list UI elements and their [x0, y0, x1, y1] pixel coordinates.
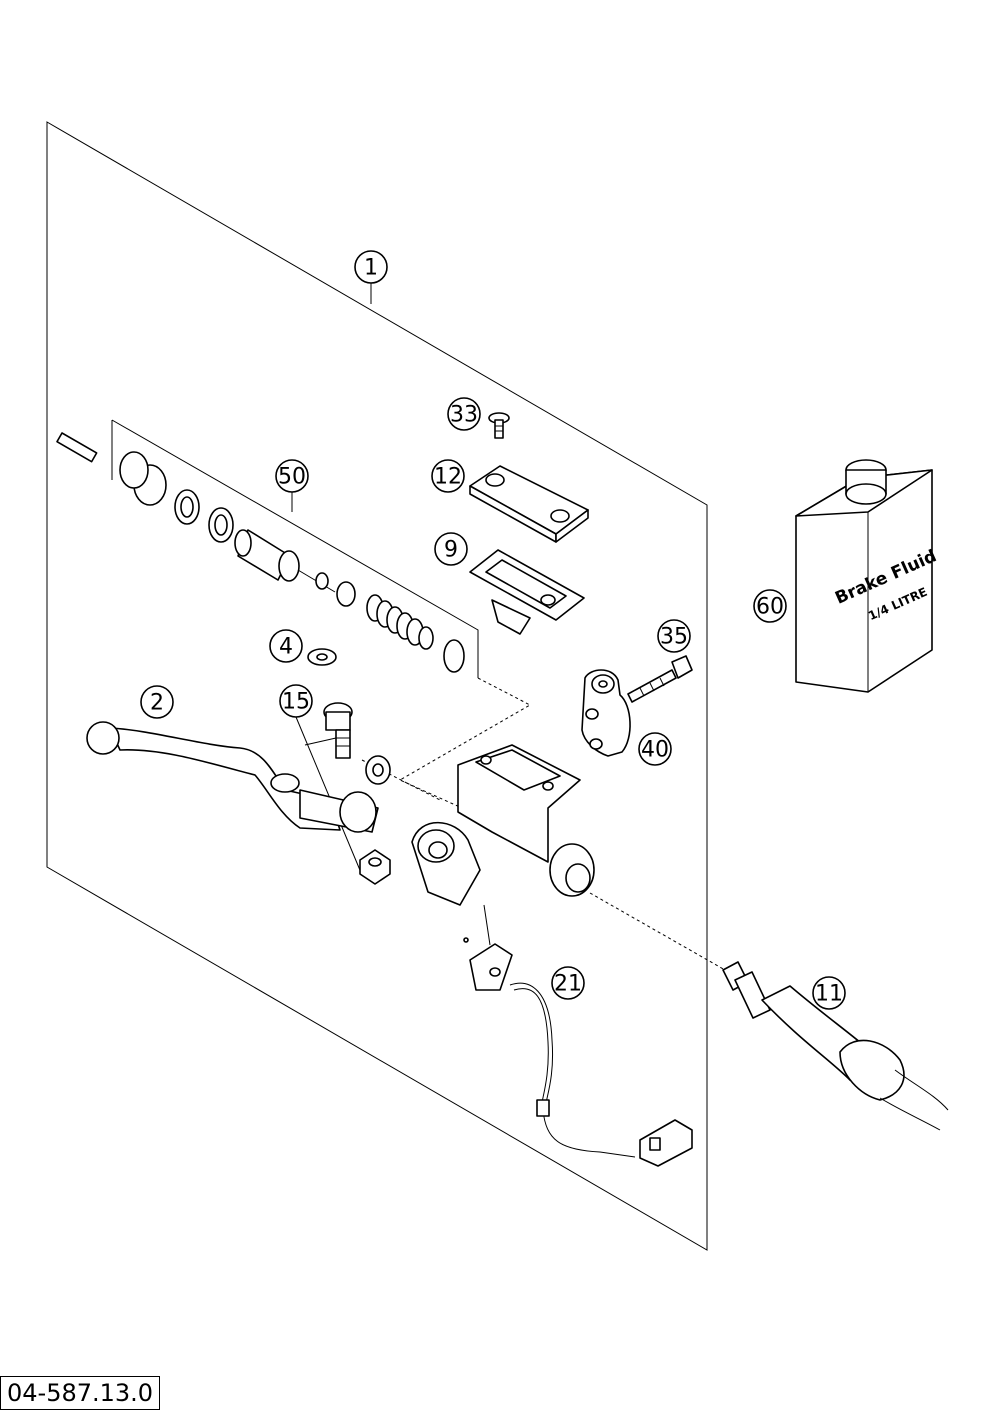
brake-fluid-can: Brake Fluid 1/4 LITRE	[795, 459, 940, 693]
callout-9: 9	[434, 532, 468, 566]
callout-1: 1	[354, 250, 388, 284]
svg-text:15: 15	[282, 690, 310, 715]
svg-text:1: 1	[364, 256, 378, 281]
pivot-bolt-part	[304, 702, 353, 759]
reservoir-cover-part	[469, 465, 589, 543]
diaphragm-part	[469, 549, 585, 635]
callout-12: 12	[431, 459, 465, 493]
callout-35: 35	[657, 619, 691, 653]
callout-15: 15	[279, 684, 313, 718]
svg-text:35: 35	[660, 625, 688, 650]
piston-kit-parts	[56, 432, 465, 673]
svg-text:21: 21	[554, 972, 582, 997]
callout-40: 40	[638, 732, 672, 766]
alignment-dashed-line-hose	[589, 892, 726, 971]
svg-text:11: 11	[815, 982, 843, 1007]
piston-kit-panel-outline	[111, 419, 479, 678]
callout-33: 33	[447, 397, 481, 431]
washer-part	[307, 648, 337, 666]
brake-hose-part	[722, 961, 949, 1131]
callout-4: 4	[269, 629, 303, 663]
pivot-nut-part	[359, 849, 391, 885]
svg-text:50: 50	[278, 465, 306, 490]
callout-60: 60	[753, 589, 787, 623]
svg-text:40: 40	[641, 738, 669, 763]
svg-text:9: 9	[444, 538, 458, 563]
alignment-dashed-line-body	[398, 677, 532, 809]
svg-text:33: 33	[450, 403, 478, 428]
svg-text:12: 12	[434, 465, 462, 490]
svg-text:4: 4	[279, 635, 293, 660]
brake-light-switch-part	[463, 904, 693, 1167]
callout-21: 21	[551, 966, 585, 1000]
drawing-number: 04-587.13.0	[0, 1376, 161, 1410]
callout-11: 11	[812, 976, 846, 1010]
svg-text:2: 2	[150, 691, 164, 716]
handlebar-clamp-part	[581, 669, 631, 757]
assembly-panel-outline	[46, 121, 708, 1251]
brake-lever-part	[86, 721, 391, 833]
cover-screw-part	[488, 412, 510, 439]
callout-2: 2	[140, 685, 174, 719]
clamp-bolt-part	[627, 655, 693, 703]
svg-text:60: 60	[756, 595, 784, 620]
callout-50: 50	[275, 459, 309, 493]
master-cylinder-body-part	[411, 744, 595, 906]
